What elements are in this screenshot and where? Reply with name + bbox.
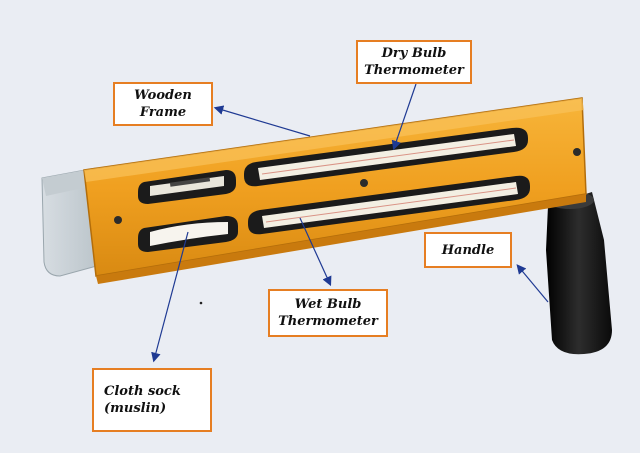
label-wooden-frame: Wooden Frame xyxy=(113,82,213,126)
dot-mark xyxy=(199,301,203,305)
wet-bulb-slot xyxy=(248,175,530,235)
screw-right xyxy=(573,148,581,156)
wet-bulb-thermometer xyxy=(265,187,517,223)
label-dry-bulb-thermometer: Dry Bulb Thermometer xyxy=(356,40,472,84)
screw-left xyxy=(114,216,122,224)
arrow-wet-bulb xyxy=(299,217,332,287)
label-wet-bulb-thermometer: Wet Bulb Thermometer xyxy=(268,289,388,337)
arrow-wooden-frame xyxy=(213,105,311,137)
dry-bulb-slot-left xyxy=(138,170,236,204)
leader-arrows xyxy=(151,83,549,363)
arrow-handle xyxy=(516,264,549,303)
arrow-dry-bulb xyxy=(391,83,417,151)
dry-bulb-thermometer xyxy=(261,139,515,175)
dry-bulb-slot xyxy=(244,127,528,187)
label-handle: Handle xyxy=(424,232,512,268)
arrow-cloth-sock xyxy=(151,231,189,363)
label-cloth-sock: Cloth sock (muslin) xyxy=(92,368,212,432)
cloth-sock xyxy=(150,222,228,246)
screw-center xyxy=(360,179,368,187)
